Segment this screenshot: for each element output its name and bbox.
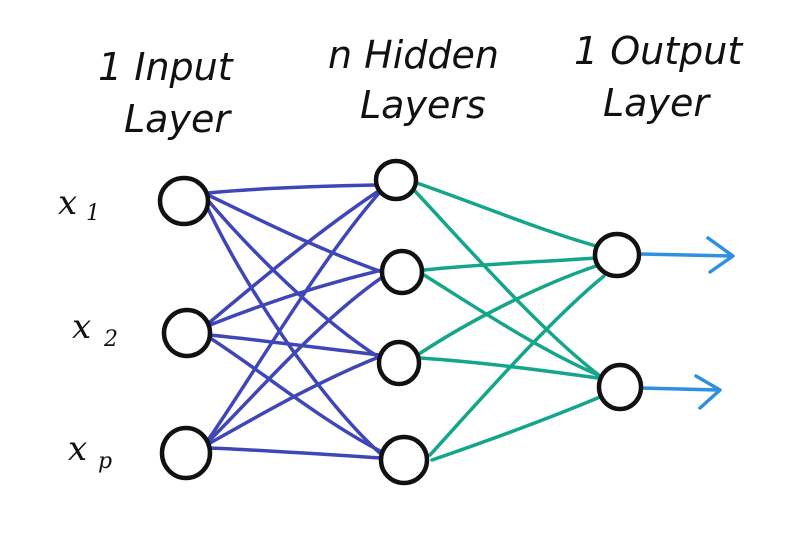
input-label-x2: x 2 — [72, 307, 118, 352]
edge-in2-h2 — [208, 268, 384, 327]
input-var: x — [72, 307, 91, 347]
hidden-layer-header-line2: Layers — [360, 83, 486, 127]
hidden-layer — [373, 158, 430, 486]
hidden-to-output-connections — [412, 180, 606, 462]
input-layer-header-line2: Layer — [124, 97, 232, 141]
edge-h2-o1 — [422, 256, 598, 272]
output-layer — [592, 231, 644, 412]
output-neuron-1 — [592, 231, 642, 279]
input-layer-header: 1 Input Layer — [98, 45, 235, 141]
edge-in2-h1 — [208, 188, 382, 324]
input-var: x — [58, 183, 77, 223]
edge-in3-h1 — [206, 190, 382, 442]
hidden-neuron-3 — [376, 339, 422, 387]
input-neuron-1 — [157, 175, 211, 227]
output-arrows — [638, 236, 735, 410]
hidden-neuron-2 — [379, 248, 425, 296]
edge-h1-o2 — [412, 188, 602, 378]
arrow-shaft — [638, 386, 720, 392]
input-var: x — [68, 429, 87, 469]
edge-in1-h4 — [202, 198, 384, 457]
output-arrow-1 — [638, 236, 735, 274]
edge-in1-h2 — [206, 193, 384, 274]
input-label-xp: x p — [68, 429, 112, 474]
arrow-head — [706, 236, 735, 274]
output-layer-header-line2: Layer — [603, 81, 711, 125]
edge-in2-h3 — [208, 333, 382, 357]
output-layer-header: 1 Output Layer — [574, 29, 744, 125]
hidden-layer-header: n Hidden Layers — [328, 33, 499, 127]
input-subscript: 2 — [103, 327, 118, 352]
edge-h1-o1 — [412, 180, 598, 248]
output-layer-header-line1: 1 Output — [574, 29, 744, 73]
input-subscript: p — [98, 449, 112, 474]
input-neuron-2 — [161, 307, 213, 359]
edge-h2-o2 — [422, 273, 600, 377]
edge-in3-h2 — [206, 274, 386, 444]
output-neuron-2 — [596, 362, 644, 412]
edge-h3-o1 — [414, 264, 598, 358]
edge-in3-h4 — [208, 446, 384, 460]
edge-in1-h3 — [204, 196, 382, 360]
hidden-neuron-1 — [373, 158, 419, 202]
edge-h4-o2 — [430, 395, 602, 462]
input-layer — [157, 175, 213, 481]
edge-in2-h4 — [208, 336, 384, 454]
arrow-shaft — [638, 252, 734, 258]
edge-in3-h3 — [208, 353, 386, 445]
input-subscript: 1 — [86, 201, 100, 226]
arrow-head — [694, 374, 722, 410]
input-to-hidden-connections — [202, 183, 386, 460]
input-neuron-3 — [159, 425, 213, 481]
output-arrow-2 — [638, 374, 722, 410]
edge-h4-o1 — [428, 274, 606, 457]
input-layer-header-line1: 1 Input — [98, 45, 235, 89]
edge-in1-h1 — [206, 183, 378, 195]
hidden-neuron-4 — [378, 434, 430, 486]
hidden-layer-header-line1: n Hidden — [328, 33, 499, 77]
input-label-x1: x 1 — [58, 183, 100, 226]
